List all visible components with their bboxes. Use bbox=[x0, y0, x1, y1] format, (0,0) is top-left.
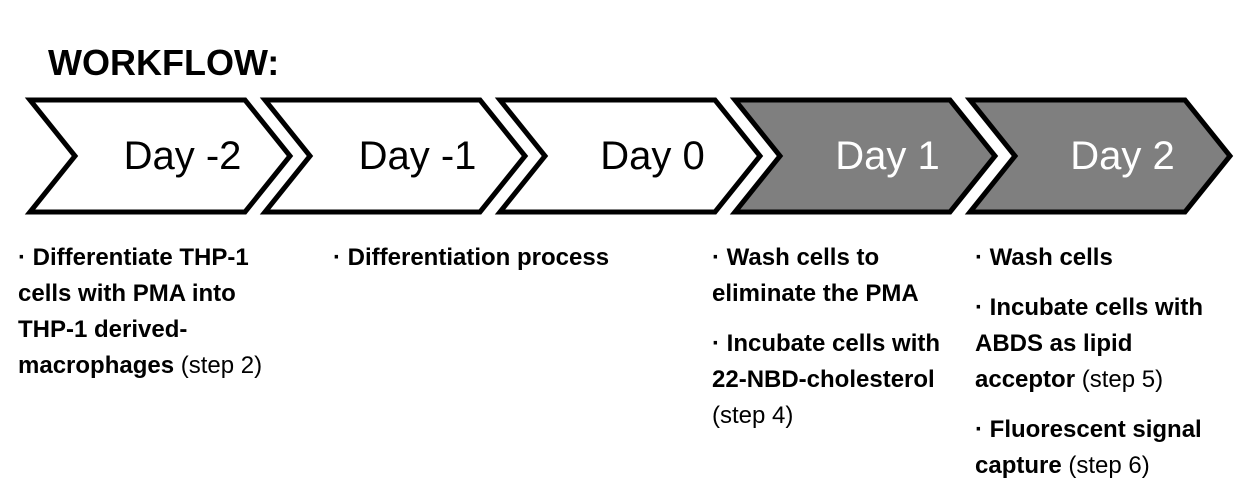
chevron-day-2 bbox=[964, 97, 1234, 215]
notes-day-1: · Wash cells to eliminate the PMA · Incu… bbox=[712, 240, 952, 448]
chevron-day-0 bbox=[494, 97, 764, 215]
note-bold-text: · Wash cells to eliminate the PMA bbox=[712, 244, 919, 307]
note-paragraph: · Wash cells bbox=[975, 240, 1225, 276]
note-paragraph: · Differentiation process bbox=[333, 240, 653, 276]
notes-day-minus-2: · Differentiate THP-1 cells with PMA int… bbox=[18, 240, 273, 398]
chevron-day-minus-1 bbox=[259, 97, 529, 215]
step-reference: (step 4) bbox=[712, 402, 794, 429]
note-bold-text: · Differentiate THP-1 cells with PMA int… bbox=[18, 244, 249, 379]
note-bold-text: · Incubate cells with 22-NBD-cholesterol bbox=[712, 330, 941, 393]
note-paragraph: · Fluorescent signal capture (step 6) bbox=[975, 412, 1225, 484]
note-bold-text: · Wash cells bbox=[975, 244, 1113, 271]
chevron-day-minus-2 bbox=[24, 97, 294, 215]
notes-day-2: · Wash cells · Incubate cells with ABDS … bbox=[975, 240, 1225, 492]
note-paragraph: · Differentiate THP-1 cells with PMA int… bbox=[18, 240, 273, 384]
note-paragraph: · Incubate cells with ABDS as lipid acce… bbox=[975, 290, 1225, 398]
note-paragraph: · Incubate cells with 22-NBD-cholesterol… bbox=[712, 326, 952, 434]
step-reference: (step 6) bbox=[1061, 452, 1150, 479]
note-bold-text: · Incubate cells with ABDS as lipid acce… bbox=[975, 294, 1204, 393]
chevron-process-graphic bbox=[24, 97, 1234, 215]
notes-day-minus-1: · Differentiation process bbox=[333, 240, 653, 290]
note-bold-text: · Differentiation process bbox=[333, 244, 610, 271]
step-reference: (step 2) bbox=[174, 352, 263, 379]
note-paragraph: · Wash cells to eliminate the PMA bbox=[712, 240, 952, 312]
page-title: WORKFLOW: bbox=[48, 42, 280, 83]
note-bold-text: · Fluorescent signal capture bbox=[975, 416, 1202, 479]
step-reference: (step 5) bbox=[1075, 366, 1164, 393]
chevron-day-1 bbox=[729, 97, 999, 215]
